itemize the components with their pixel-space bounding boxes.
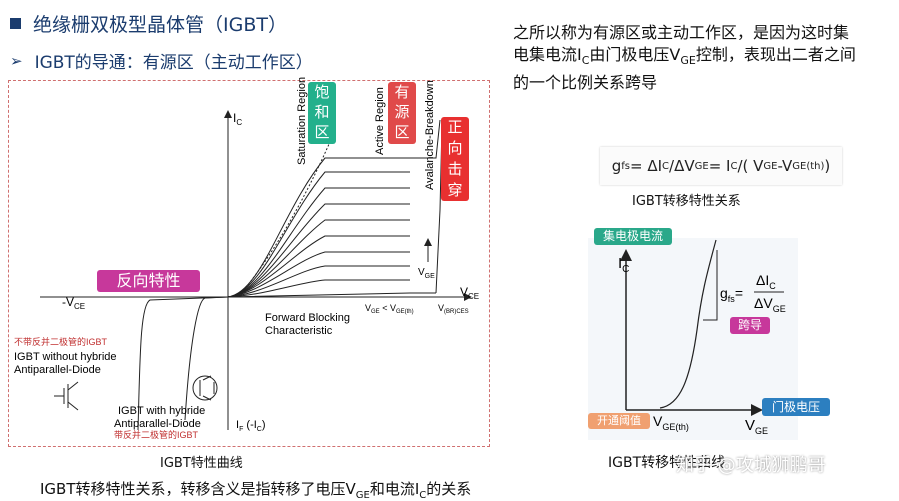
curve-7 xyxy=(227,251,410,298)
saturation-region-label: Saturation Region xyxy=(296,77,308,165)
vge-label: VGE xyxy=(418,267,435,280)
threshold-tag: 开通阈值 xyxy=(588,413,650,429)
forward-blocking-label-2: Characteristic xyxy=(265,325,333,337)
gfs-denominator: ΔVGE xyxy=(754,295,786,314)
curve-9 xyxy=(227,279,410,298)
collector-current-tag: 集电极电流 xyxy=(594,228,672,245)
no-diode-en-label-2: Antiparallel-Diode xyxy=(14,364,101,376)
forward-blocking-label-1: Forward Blocking xyxy=(265,312,350,324)
with-diode-en-label-1: IGBT with hybride xyxy=(118,405,205,417)
gfs-label: gfs= xyxy=(720,285,743,304)
transfer-curve xyxy=(659,239,717,409)
subtitle-text: IGBT的导通：有源区（主动工作区） xyxy=(34,53,313,73)
formula-caption: IGBT转移特性关系 xyxy=(632,194,741,209)
transfer-vge-label: VGE xyxy=(745,417,768,436)
vbr-label: V(BR)CES xyxy=(438,303,469,315)
curve-1 xyxy=(227,157,410,298)
gate-voltage-tag: 门极电压 xyxy=(762,398,830,416)
igbt-symbol-no-diode-icon xyxy=(54,381,79,411)
square-bullet-icon xyxy=(10,18,21,29)
ic-axis-label: IC xyxy=(233,111,242,127)
gfs-numerator: ΔIC xyxy=(756,272,776,291)
reverse-curves xyxy=(137,296,229,431)
explanation-line-2: 电集电流IC由门极电压VGE控制，表现出二者之间 xyxy=(513,45,856,68)
title-text: 绝缘栅双极型晶体管（IGBT） xyxy=(33,14,287,36)
forward-breakdown-tag: 正向击穿 xyxy=(441,117,469,201)
curve-2 xyxy=(227,171,410,298)
vge-condition-label: VGE < VGE(th) xyxy=(365,303,414,315)
reverse-with-diode xyxy=(184,296,229,421)
arrow-bullet-icon: ➢ xyxy=(10,51,23,70)
transfer-figure-caption: IGBT转移特性曲线 xyxy=(608,455,726,471)
forward-curves xyxy=(227,119,443,298)
transfer-ic-label: IC xyxy=(618,255,629,275)
with-diode-cn-label: 带反并二极管的IGBT xyxy=(114,429,199,440)
if-label: IF (-IC) xyxy=(236,419,266,433)
transconductance-tag: 跨导 xyxy=(730,317,770,334)
saturation-tag: 饱和区 xyxy=(308,82,336,144)
slope-triangle xyxy=(703,250,718,321)
output-figure-caption: IGBT特性曲线 xyxy=(160,456,243,471)
reverse-characteristic-tag: 反向特性 xyxy=(97,270,200,292)
with-diode-en-label-2: Antiparallel-Diode xyxy=(114,418,201,430)
no-diode-en-label-1: IGBT without hybride xyxy=(14,351,117,363)
bottom-caption: IGBT转移特性关系，转移含义是指转移了电压VGE和电流IC的关系 xyxy=(40,480,472,501)
igbt-symbol-with-diode-icon xyxy=(192,375,218,401)
curve-blocking xyxy=(227,292,436,298)
watermark: 知乎 @攻城狮鹏哥 xyxy=(676,455,826,476)
explanation-line-1: 之所以称为有源区或主动工作区，是因为这时集 xyxy=(513,23,850,42)
output-characteristic-frame xyxy=(8,80,490,447)
active-region-tag: 有源区 xyxy=(388,82,416,144)
no-diode-cn-label: 不带反并二极管的IGBT xyxy=(14,336,108,347)
breakdown-1 xyxy=(410,119,441,159)
page-title: 绝缘栅双极型晶体管（IGBT） xyxy=(10,10,287,37)
avalanche-label: Avalanche-Breakdown xyxy=(424,80,436,190)
curve-3 xyxy=(227,187,410,298)
reverse-no-diode xyxy=(137,296,229,431)
section-subtitle: ➢ IGBT的导通：有源区（主动工作区） xyxy=(10,48,313,74)
explanation-line-3: 的一个比例关系跨导 xyxy=(513,73,658,93)
neg-vce-label: -VCE xyxy=(62,295,85,311)
active-region-label: Active Region xyxy=(374,87,386,155)
vth-label: VGE(th) xyxy=(653,413,689,432)
curve-8 xyxy=(227,265,410,298)
explanation-text: 之所以称为有源区或主动工作区，是因为这时集 电集电流IC由门极电压VGE控制，表… xyxy=(513,22,898,94)
vce-axis-label: VCE xyxy=(460,285,479,301)
saturation-boundary xyxy=(237,134,334,298)
